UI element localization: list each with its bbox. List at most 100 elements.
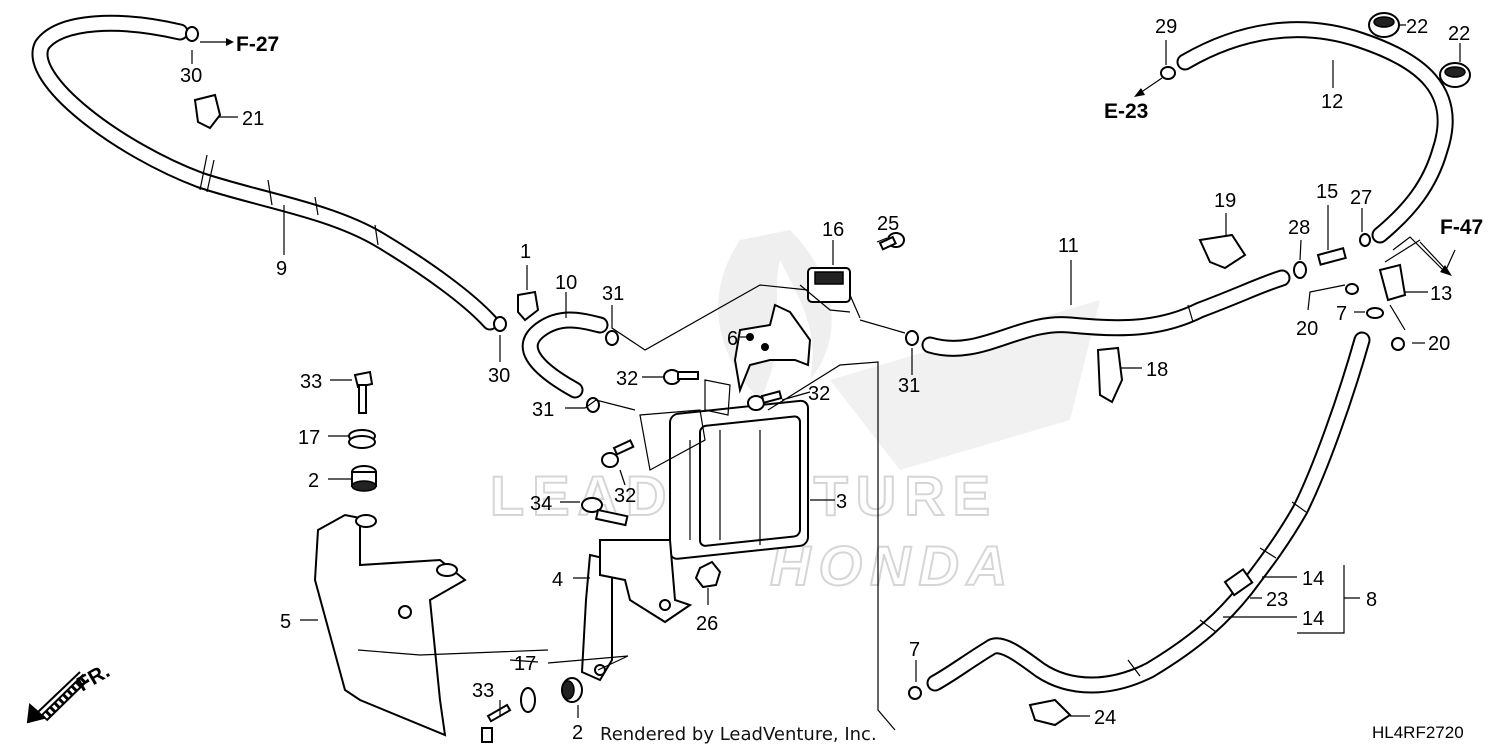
arrow-to-f47 xyxy=(1419,241,1452,276)
label-19: 19 xyxy=(1214,190,1236,212)
hose-8 xyxy=(926,331,1371,694)
clip-31-a xyxy=(605,330,619,346)
bolt-33-bottom xyxy=(481,703,512,743)
bracket-5 xyxy=(313,513,467,737)
label-11: 11 xyxy=(1058,235,1079,257)
diagram-code: HL4RF2720 xyxy=(1372,723,1464,742)
label-22-b: 22 xyxy=(1448,23,1470,45)
arrow-to-f27 xyxy=(200,38,234,46)
hose-10 xyxy=(521,311,609,399)
clip-31-b xyxy=(586,397,600,413)
bolt-34 xyxy=(581,497,629,527)
label-34: 34 xyxy=(530,493,552,515)
label-25: 25 xyxy=(877,213,899,235)
label-26: 26 xyxy=(696,613,718,635)
clip-7-b xyxy=(908,686,922,700)
label-31-a: 31 xyxy=(602,283,624,305)
label-1: 1 xyxy=(520,241,531,263)
label-9: 9 xyxy=(276,258,287,280)
label-28: 28 xyxy=(1288,217,1310,239)
bolt-32-b xyxy=(747,390,783,411)
washer-17-bottom xyxy=(520,687,536,713)
label-32-c: 32 xyxy=(614,485,636,507)
canister-3 xyxy=(639,379,809,560)
label-30-bottom: 30 xyxy=(488,365,510,387)
washer-17-top xyxy=(348,429,376,449)
label-2-top: 2 xyxy=(308,470,319,492)
label-14-b: 14 xyxy=(1302,608,1324,630)
label-5: 5 xyxy=(280,611,291,633)
clip-24 xyxy=(1028,698,1072,727)
arrow-to-e23 xyxy=(1134,77,1163,97)
label-17-bottom: 17 xyxy=(514,653,536,675)
label-32-b: 32 xyxy=(808,383,830,405)
label-29: 29 xyxy=(1155,16,1177,38)
solenoid-16 xyxy=(799,267,861,319)
grommet-2-top xyxy=(351,465,377,492)
ref-f27: F-27 xyxy=(236,33,279,56)
front-direction-marker: FR. xyxy=(26,659,114,724)
bolt-32-c xyxy=(601,439,635,468)
bolt-25 xyxy=(878,232,905,251)
label-24: 24 xyxy=(1094,707,1116,729)
label-33-top: 33 xyxy=(300,371,322,393)
label-2-bottom: 2 xyxy=(572,722,583,744)
hose-12 xyxy=(1176,21,1454,244)
label-17-top: 17 xyxy=(298,427,320,449)
valve-13 xyxy=(1378,263,1407,302)
clamp-22-b xyxy=(1439,62,1471,88)
cap-29 xyxy=(1160,66,1176,80)
bolt-33-top xyxy=(353,370,374,414)
label-30-top: 30 xyxy=(180,65,202,87)
label-20-a: 20 xyxy=(1296,318,1318,340)
label-4: 4 xyxy=(552,569,563,591)
ref-f47: F-47 xyxy=(1440,216,1483,239)
label-7-b: 7 xyxy=(909,639,920,661)
label-33-bottom: 33 xyxy=(472,680,494,702)
label-32-a: 32 xyxy=(616,368,638,390)
clip-20-a xyxy=(1345,283,1359,295)
clip-30-bottom xyxy=(493,316,507,332)
label-23: 23 xyxy=(1266,589,1288,611)
label-14-a: 14 xyxy=(1302,568,1324,590)
label-27: 27 xyxy=(1350,187,1372,209)
seal-28 xyxy=(1293,261,1307,279)
clip-1 xyxy=(517,290,540,322)
front-label: FR. xyxy=(73,659,114,696)
hose-9 xyxy=(31,14,499,331)
label-31-b: 31 xyxy=(532,399,554,421)
label-13: 13 xyxy=(1430,283,1452,305)
hose-11 xyxy=(921,269,1291,357)
label-15: 15 xyxy=(1316,181,1338,203)
grommet-2-bottom xyxy=(561,677,583,703)
ref-e23: E-23 xyxy=(1104,100,1148,123)
clip-21 xyxy=(193,93,222,130)
clip-7-a xyxy=(1366,307,1384,319)
label-3: 3 xyxy=(836,491,847,513)
footer-credit: Rendered by LeadVenture, Inc. xyxy=(600,724,877,745)
label-6: 6 xyxy=(727,328,738,350)
watermark-bottom: HONDA xyxy=(770,534,1015,597)
joint-23 xyxy=(1223,567,1254,597)
clip-19 xyxy=(1198,233,1247,270)
nut-26 xyxy=(694,560,722,589)
label-10: 10 xyxy=(555,272,577,294)
clamp-22-a xyxy=(1368,12,1400,38)
label-18: 18 xyxy=(1146,359,1168,381)
label-12: 12 xyxy=(1321,91,1343,113)
clip-30-top xyxy=(185,26,199,42)
joint-15 xyxy=(1316,247,1347,266)
label-8: 8 xyxy=(1366,589,1377,611)
bolt-32-a xyxy=(663,369,699,385)
bracket-4 xyxy=(580,539,693,682)
clip-20-b xyxy=(1391,337,1405,351)
label-21: 21 xyxy=(242,108,264,130)
label-20-b: 20 xyxy=(1428,333,1450,355)
seal-27 xyxy=(1359,233,1371,247)
leader-lines xyxy=(191,24,1461,731)
label-7-a: 7 xyxy=(1336,303,1347,325)
label-22-a: 22 xyxy=(1406,16,1428,38)
label-16: 16 xyxy=(822,219,844,241)
label-31-c: 31 xyxy=(898,375,920,397)
